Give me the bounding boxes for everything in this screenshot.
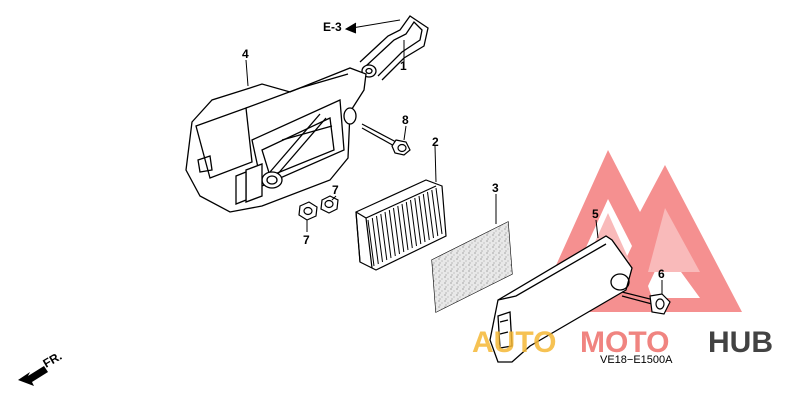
- ref-e3-label: E-3: [323, 20, 342, 34]
- nut-left: [298, 201, 318, 221]
- part-number-2: 2: [432, 135, 439, 149]
- bolt: [361, 123, 411, 156]
- filter-element: [355, 179, 447, 271]
- part-number-8: 8: [402, 113, 409, 127]
- air-cleaner-case: [185, 67, 367, 213]
- part-number-5: 5: [592, 207, 599, 221]
- leader-lines: [245, 40, 663, 294]
- front-arrow-icon: [18, 366, 48, 386]
- watermark-auto: AUTO: [472, 326, 556, 359]
- nut-right: [320, 195, 339, 214]
- part-number-1: 1: [400, 59, 407, 73]
- air-cleaner-cover: [489, 235, 633, 363]
- part-number-7-left: 7: [303, 233, 310, 247]
- wing-screw: [621, 291, 671, 315]
- breather-tube: [359, 15, 429, 81]
- part-number-7-right: 7: [332, 183, 339, 197]
- foam-prefilter: [431, 221, 513, 313]
- part-number-4: 4: [242, 47, 249, 61]
- ref-e3-arrow: [344, 19, 401, 34]
- drawing-code: VE18−E1500A: [600, 354, 673, 366]
- watermark-moto: MOTO: [580, 326, 669, 359]
- part-number-6: 6: [658, 267, 665, 281]
- part-number-3: 3: [492, 181, 499, 195]
- watermark-hub: HUB: [708, 326, 773, 359]
